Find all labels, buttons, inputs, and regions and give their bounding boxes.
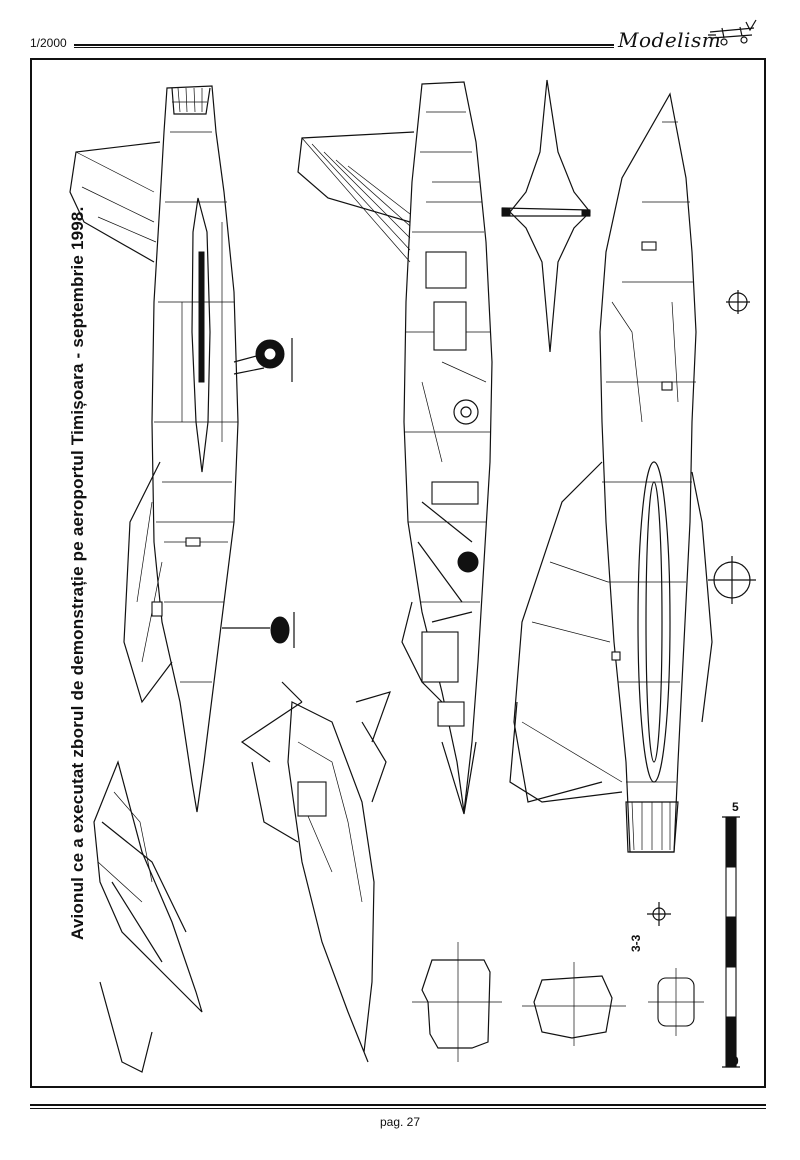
biplane-logo-icon [708, 19, 757, 46]
section-label: 3-3 [629, 934, 643, 952]
cross-sections [412, 902, 704, 1062]
page-number: pag. 27 [379, 1115, 421, 1129]
footer-rule-thin [30, 1108, 766, 1109]
issue-number: 1/2000 [30, 36, 67, 50]
aircraft-top-view [509, 92, 713, 853]
scale-start-label: 0 [732, 1054, 739, 1068]
header-rule [74, 44, 614, 46]
magazine-logo: Modelism [618, 28, 722, 52]
drawing-caption: Avionul ce a executat zborul de demonstr… [68, 206, 87, 940]
aircraft-side-view-left [69, 85, 295, 813]
aircraft-cutaway-view [297, 81, 493, 815]
aircraft-perspective-views [93, 681, 391, 1073]
aircraft-front-view [501, 79, 756, 604]
scale-bar [722, 816, 740, 1068]
drawing-frame: Avionul ce a executat zborul de demonstr… [30, 58, 766, 1088]
technical-drawing [69, 79, 756, 1073]
header-rule-thin [74, 47, 614, 48]
scale-end-label: 5 [732, 800, 739, 814]
footer-rule [30, 1104, 766, 1106]
